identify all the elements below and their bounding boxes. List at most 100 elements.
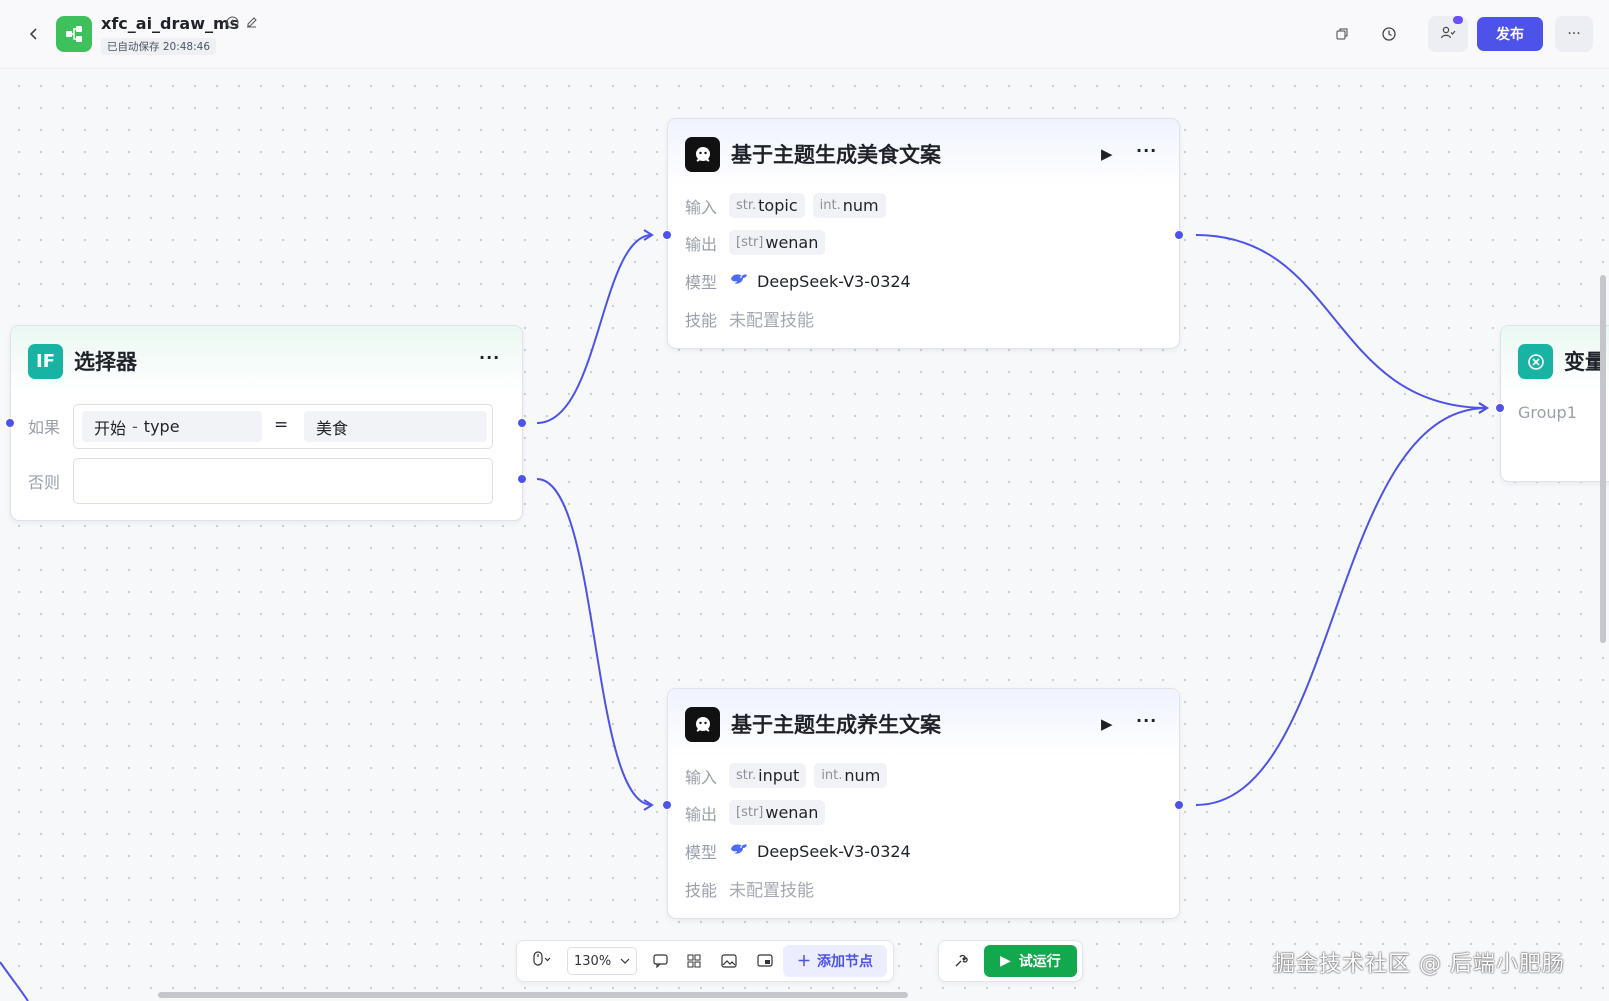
output-label: 输出 xyxy=(685,234,718,254)
else-condition-box[interactable] xyxy=(73,458,493,504)
chevron-down-icon xyxy=(620,954,630,969)
health-output-row: 输出 [str]wenan xyxy=(685,800,833,825)
edge-layer xyxy=(0,229,1489,1001)
food-skill-row: 技能 未配置技能 xyxy=(685,306,814,332)
selector-node[interactable]: IF 选择器 ··· 如果 开始 - type = 美食 否则 xyxy=(10,325,523,521)
food-input-row: 输入 str.topic int.num xyxy=(685,193,894,218)
variable-node-title: 变量 xyxy=(1564,350,1606,374)
interaction-mode-button[interactable] xyxy=(523,946,561,976)
variable-node[interactable]: 变量 Group1 xyxy=(1500,325,1609,482)
health-model-row: 模型 DeepSeek-V3-0324 xyxy=(685,839,911,863)
food-node-title: 基于主题生成美食文案 xyxy=(731,143,941,167)
selector-node-title: 选择器 xyxy=(74,350,137,374)
selector-input-port[interactable] xyxy=(5,418,15,428)
edge-else-to-health xyxy=(536,478,654,811)
model-value: DeepSeek-V3-0324 xyxy=(729,841,911,861)
add-node-button[interactable]: ＋ 添加节点 xyxy=(783,945,887,977)
model-value: DeepSeek-V3-0324 xyxy=(729,271,911,291)
output-tag: [str]wenan xyxy=(729,230,826,255)
users-icon xyxy=(1440,25,1456,44)
food-node-header: 基于主题生成美食文案 ▶ ··· xyxy=(668,119,1179,187)
deepseek-whale-icon xyxy=(729,271,749,291)
food-copy-node[interactable]: 基于主题生成美食文案 ▶ ··· 输入 str.topic int.num 输出… xyxy=(667,118,1180,349)
run-node-icon[interactable]: ▶ xyxy=(1101,145,1113,163)
edge-food-to-variable xyxy=(1195,234,1489,414)
condition-field: type xyxy=(143,417,180,436)
variable-input-port[interactable] xyxy=(1495,403,1505,413)
health-output-port[interactable] xyxy=(1174,800,1184,810)
food-output-row: 输出 [str]wenan xyxy=(685,230,833,255)
input-tag: str.input xyxy=(729,763,807,788)
condition-separator: - xyxy=(132,417,138,436)
if-icon: IF xyxy=(28,344,63,379)
food-input-port[interactable] xyxy=(662,230,672,240)
health-input-port[interactable] xyxy=(662,800,672,810)
more-menu-button[interactable]: ··· xyxy=(1555,16,1593,52)
if-condition-box[interactable]: 开始 - type = 美食 xyxy=(73,404,493,449)
comment-icon[interactable] xyxy=(643,946,677,976)
autosave-status: 已自动保存 20:48:46 xyxy=(101,38,216,55)
food-output-port[interactable] xyxy=(1174,230,1184,240)
layout-grid-icon[interactable] xyxy=(677,946,711,976)
output-label: 输出 xyxy=(685,804,718,824)
edge-health-to-variable xyxy=(1195,402,1489,806)
zoom-select[interactable]: 130% xyxy=(567,947,637,975)
else-label: 否则 xyxy=(28,473,61,492)
app-title: xfc_ai_draw_ms xyxy=(101,14,240,33)
back-arrow-icon[interactable] xyxy=(22,22,46,46)
image-export-icon[interactable] xyxy=(711,946,747,976)
health-input-row: 输入 str.input int.num xyxy=(685,763,895,788)
health-node-header: 基于主题生成养生文案 ▶ ··· xyxy=(668,689,1179,757)
variable-group-row: Group1 xyxy=(1518,403,1577,422)
play-icon: ▶ xyxy=(1000,953,1011,969)
test-run-button[interactable]: ▶ 试运行 xyxy=(984,945,1077,977)
notification-badge-icon xyxy=(1453,16,1463,24)
if-label: 如果 xyxy=(28,418,61,437)
skill-value: 未配置技能 xyxy=(729,311,814,331)
workflow-canvas[interactable]: IF 选择器 ··· 如果 开始 - type = 美食 否则 基于主题生成美食… xyxy=(0,69,1609,1001)
output-tag: [str]wenan xyxy=(729,800,826,825)
selector-more-icon[interactable]: ··· xyxy=(479,348,501,367)
selector-if-port[interactable] xyxy=(517,418,527,428)
edit-icon[interactable] xyxy=(245,16,258,33)
input-label: 输入 xyxy=(685,767,718,787)
edge-if-to-food xyxy=(536,229,654,424)
skill-label: 技能 xyxy=(685,310,718,330)
mouse-icon xyxy=(532,951,552,971)
copy-icon[interactable] xyxy=(1328,20,1356,48)
info-icon[interactable] xyxy=(226,16,239,33)
deepseek-whale-icon xyxy=(729,841,749,861)
health-node-title: 基于主题生成养生文案 xyxy=(731,713,941,737)
condition-left-operand[interactable]: 开始 - type xyxy=(82,411,262,442)
app-logo-icon xyxy=(56,16,92,52)
selector-else-port[interactable] xyxy=(517,474,527,484)
input-tag: int.num xyxy=(812,193,886,218)
minimap-icon[interactable] xyxy=(747,946,783,976)
run-toolbar: ▶ 试运行 xyxy=(938,940,1083,982)
condition-operator[interactable]: = xyxy=(274,415,289,435)
skill-value: 未配置技能 xyxy=(729,881,814,901)
food-more-icon[interactable]: ··· xyxy=(1136,141,1158,160)
input-tag: int.num xyxy=(814,763,888,788)
selector-node-header: IF 选择器 ··· xyxy=(11,326,522,394)
edge-offscreen xyxy=(0,961,29,1001)
variable-group-label: Group1 xyxy=(1518,403,1577,422)
history-icon[interactable] xyxy=(1375,20,1403,48)
llm-icon xyxy=(685,707,720,742)
condition-source: 开始 xyxy=(94,418,127,438)
variable-node-header: 变量 xyxy=(1501,326,1609,394)
health-copy-node[interactable]: 基于主题生成养生文案 ▶ ··· 输入 str.input int.num 输出… xyxy=(667,688,1180,919)
llm-icon xyxy=(685,137,720,172)
health-skill-row: 技能 未配置技能 xyxy=(685,876,814,902)
debug-tool-icon[interactable] xyxy=(944,946,976,976)
food-model-row: 模型 DeepSeek-V3-0324 xyxy=(685,269,911,293)
condition-right-operand[interactable]: 美食 xyxy=(304,411,487,442)
run-node-icon[interactable]: ▶ xyxy=(1101,715,1113,733)
zoom-value: 130% xyxy=(574,953,612,969)
plus-icon: ＋ xyxy=(797,954,811,970)
top-header: xfc_ai_draw_ms 已自动保存 20:48:46 发布 ··· xyxy=(0,0,1609,69)
horizontal-scrollbar[interactable] xyxy=(158,992,908,998)
vertical-scrollbar[interactable] xyxy=(1600,275,1606,643)
publish-button[interactable]: 发布 xyxy=(1477,17,1543,51)
health-more-icon[interactable]: ··· xyxy=(1136,711,1158,730)
